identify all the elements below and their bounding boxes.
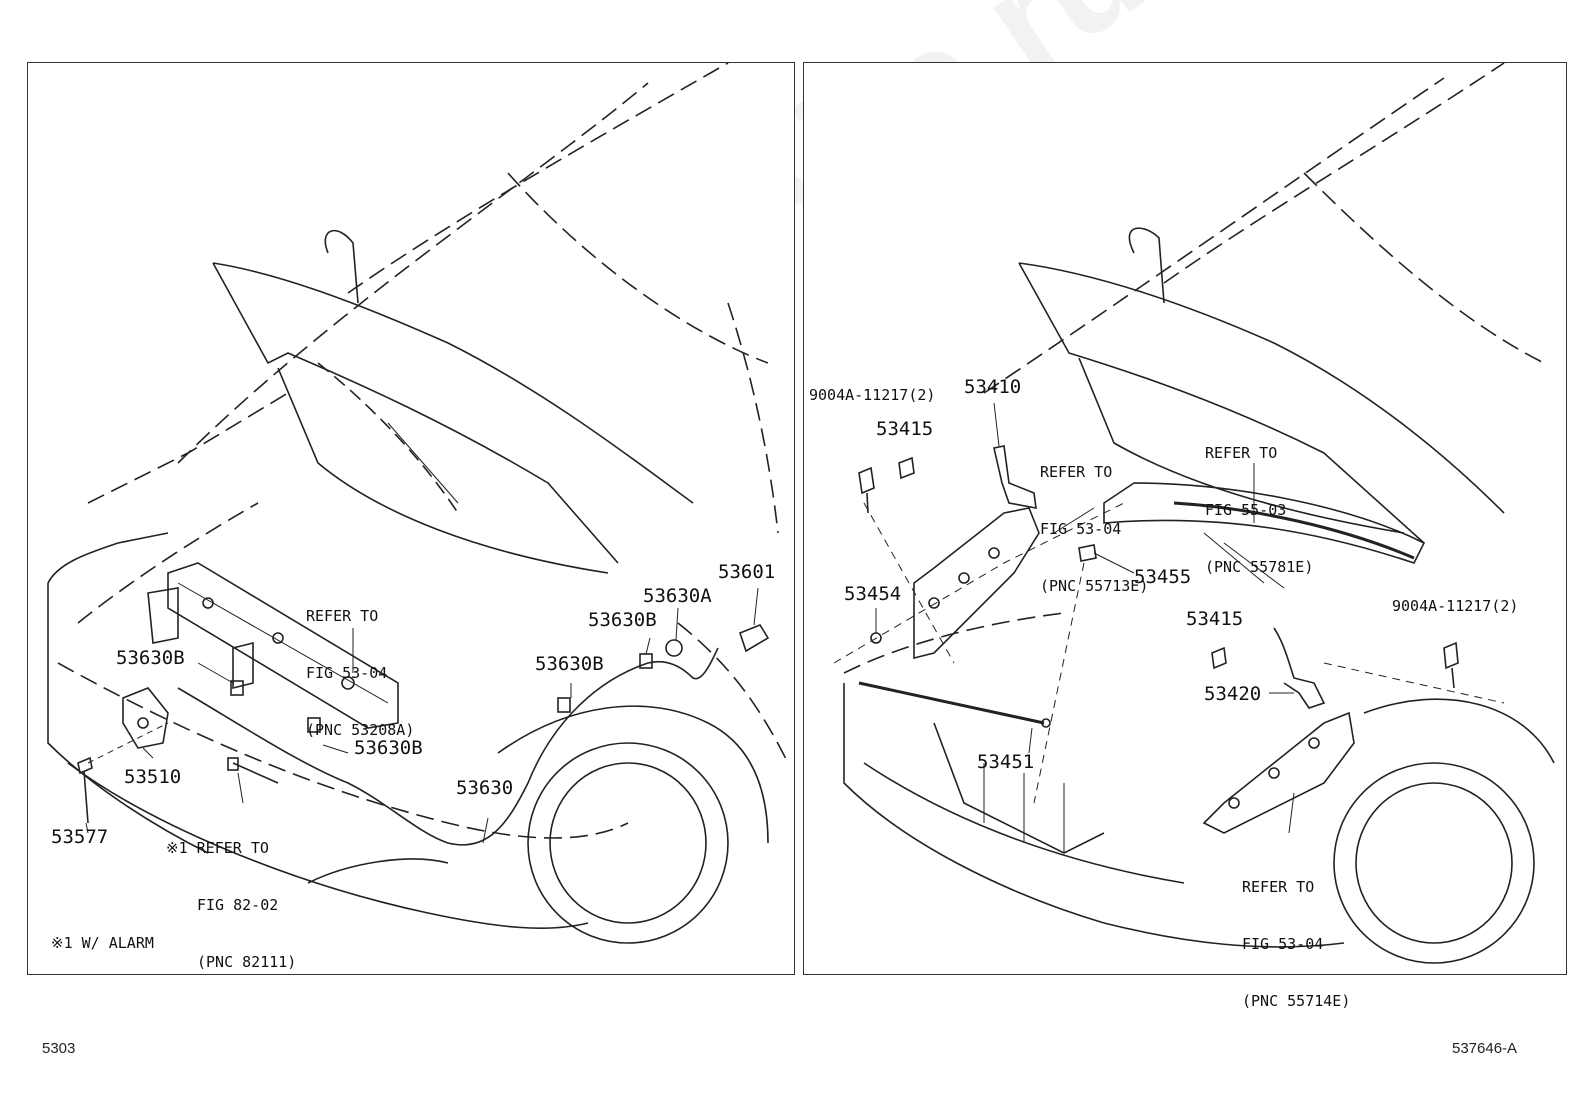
right-diagram-panel: 9004A-11217(2) 53410 53415 53454 53455 5… [803,62,1567,1010]
part-label-53451: 53451 [977,751,1035,773]
ref-line: (PNC 55713E) [1040,577,1149,595]
left-diagram-panel: REFER TO FIG 53-04 (PNC 53208A) 53601 53… [27,62,795,975]
right-vehicle-drawing [833,63,1555,964]
ref-left-seal: REFER TO FIG 53-04 (PNC 55713E) [1040,425,1148,634]
diagram-id: 537646-A [1452,1040,1518,1057]
part-label-53630b: 53630B [535,653,604,675]
ref-line: (PNC 53208A) [306,721,415,739]
ref-line: (PNC 55781E) [1205,558,1314,576]
ref-line: FIG 53-04 [306,664,388,682]
part-label-53454: 53454 [844,583,902,605]
ref-line: FIG 53-04 [1242,935,1324,953]
ref-right-seal: REFER TO FIG 53-04 (PNC 55714E) [1242,840,1350,1049]
part-label-53630: 53630 [456,777,514,799]
ref-cowl: REFER TO FIG 55-03 (PNC 55781E) [1205,406,1313,615]
part-label-53455: 53455 [1134,566,1192,588]
part-label-53630b: 53630B [588,609,657,631]
part-label-53510: 53510 [124,766,182,788]
part-label-53410: 53410 [964,376,1022,398]
part-label-53415: 53415 [876,418,934,440]
part-label-53415: 53415 [1186,608,1244,630]
ref-line: REFER TO [1205,444,1278,462]
ref-line: FIG 55-03 [1205,501,1287,519]
ref-line: (PNC 82111) [197,953,297,971]
ref-line: FIG 53-04 [1040,520,1122,538]
ref-line: REFER TO [1040,463,1113,481]
page-code: 5303 [42,1040,76,1057]
ref-line: REFER TO [306,607,379,625]
ref-line: ※1 REFER TO [166,839,269,857]
part-label-53630b: 53630B [354,737,423,759]
ref-line: REFER TO [1242,878,1315,896]
part-label-bolt-9004a-right: 9004A-11217(2) [1392,597,1519,615]
alarm-note: ※1 W/ ALARM [51,934,154,952]
part-label-53420: 53420 [1204,683,1262,705]
part-label-53630b: 53630B [116,647,185,669]
part-label-53601: 53601 [718,561,776,583]
ref-line: (PNC 55714E) [1242,992,1351,1010]
part-label-53577: 53577 [51,826,109,848]
ref-alarm-switch: ※1 REFER TO FIG 82-02 (PNC 82111) [166,801,296,1010]
part-label-bolt-9004a-left: 9004A-11217(2) [809,386,936,404]
part-label-53630a: 53630A [643,585,712,607]
ref-line: FIG 82-02 [197,896,279,914]
ref-radiator-support: REFER TO FIG 53-04 (PNC 53208A) [306,569,414,778]
left-vehicle-drawing [47,63,789,944]
